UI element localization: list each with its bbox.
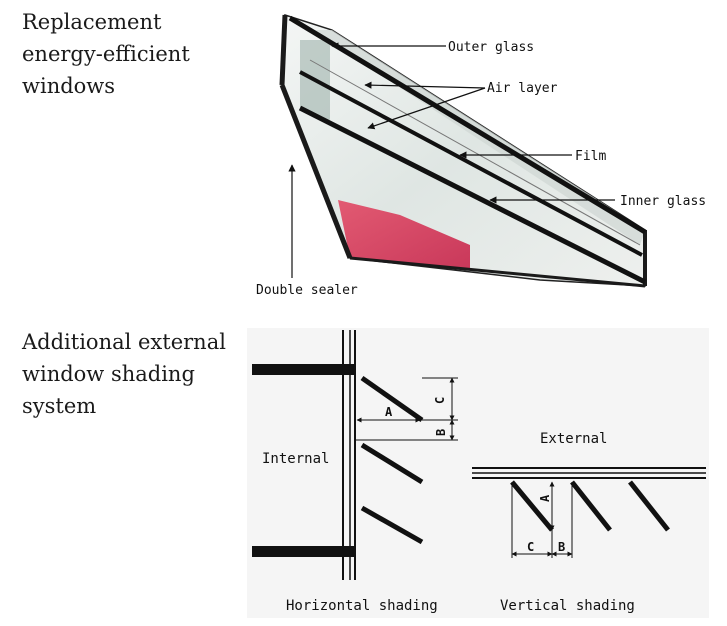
air-layer-leader-1 xyxy=(364,81,486,89)
upper-floor-slab xyxy=(252,364,356,375)
dim-c-label: C xyxy=(433,397,447,404)
outer-glass-label: Outer glass xyxy=(448,40,534,55)
dim-a-label-v: A xyxy=(538,494,552,502)
double-glazed-window-illustration: Outer glass Air layer Film Inner glass D… xyxy=(256,13,706,298)
air-gap-line xyxy=(309,59,641,246)
dim-b-label-v: B xyxy=(558,540,565,554)
dim-a-label: A xyxy=(385,405,393,419)
vertical-shading-drawing: A C B External xyxy=(472,431,706,558)
outer-glass-pane xyxy=(288,15,647,235)
horizontal-louver-3 xyxy=(360,505,424,545)
double-sealer-label: Double sealer xyxy=(256,283,358,298)
vertical-shading-caption: Vertical shading xyxy=(500,598,635,614)
external-shading-title: Additional external window shading syste… xyxy=(22,330,226,418)
red-spacer-reflection xyxy=(338,200,470,270)
film-label: Film xyxy=(575,149,606,164)
horizontal-louver-2 xyxy=(360,442,424,485)
air-layer-leader-2 xyxy=(367,87,486,130)
replacement-windows-title: Replacement energy-efficient windows xyxy=(22,10,190,98)
horizontal-louver-1 xyxy=(360,375,424,423)
sealer-top-edge xyxy=(279,14,288,86)
inner-glass-label: Inner glass xyxy=(620,194,706,209)
vertical-fin-2 xyxy=(570,480,612,532)
inner-glass-pane xyxy=(298,105,647,285)
film-pane xyxy=(299,70,643,257)
bottom-edge xyxy=(349,256,646,288)
dim-b-label: B xyxy=(434,429,448,436)
horizontal-shading-caption: Horizontal shading xyxy=(286,598,438,614)
internal-label: Internal xyxy=(262,451,329,467)
air-layer-label: Air layer xyxy=(487,81,558,96)
vertical-fin-3 xyxy=(628,480,670,532)
vertical-fin-1 xyxy=(510,480,554,532)
external-label: External xyxy=(540,431,607,447)
dim-c-label-v: C xyxy=(527,540,534,554)
horizontal-shading-drawing: A C B Internal xyxy=(252,330,458,580)
lower-floor-slab xyxy=(252,546,356,557)
double-sealer-edge xyxy=(279,84,353,259)
